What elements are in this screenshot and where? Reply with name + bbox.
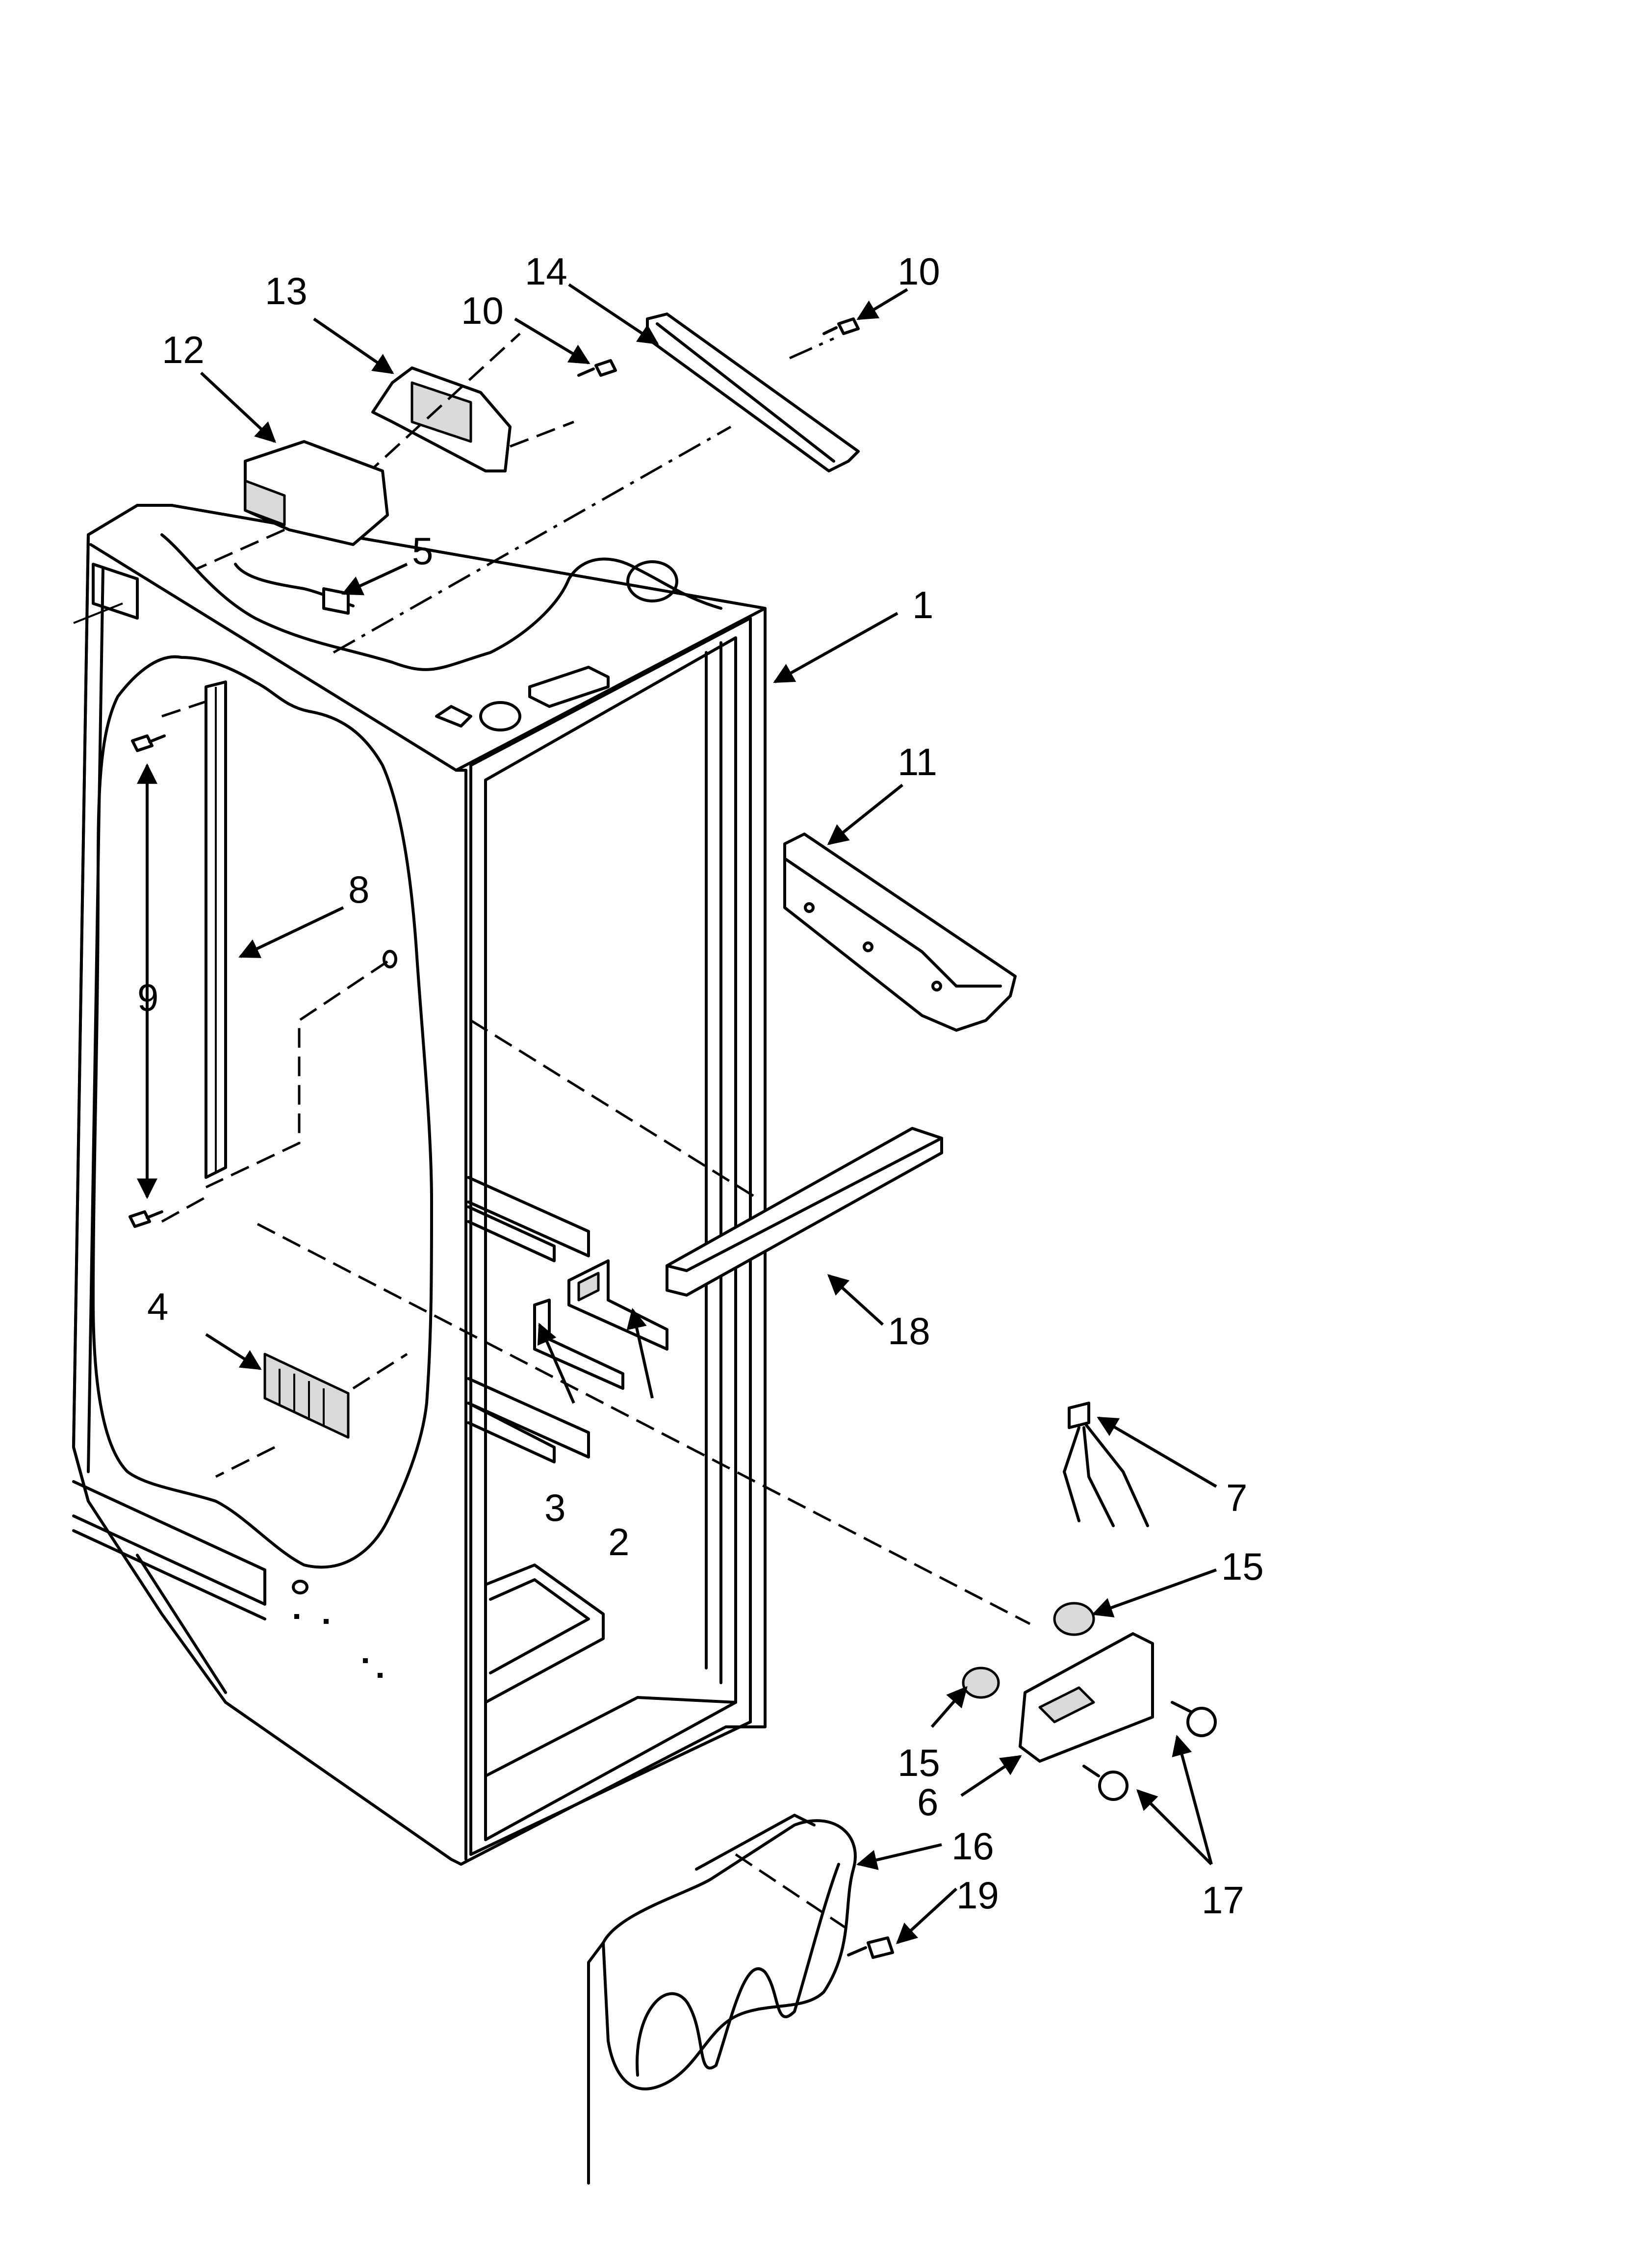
- screw-upper: [131, 734, 166, 752]
- bulb-17-lower: [1082, 1765, 1129, 1801]
- evaporator-coil-16: [587, 1814, 857, 2185]
- callout-15-upper: 15: [1221, 1545, 1264, 1588]
- cross-brace-18: [666, 1127, 943, 1297]
- callout-9: 9: [137, 976, 158, 1019]
- bulb-17-upper: [1171, 1701, 1217, 1737]
- screw-10-top: [822, 317, 860, 335]
- callout-2: 2: [608, 1520, 629, 1564]
- cabinet-liner: [72, 504, 767, 1866]
- screw-lower: [128, 1210, 163, 1228]
- callout-18: 18: [888, 1309, 930, 1353]
- light-cover: [263, 1353, 350, 1439]
- callout-labels: 1 2 3 4 5 6 7 8 9 10 10 11 12 13 14 15 1…: [137, 250, 1264, 1922]
- callout-4: 4: [147, 1285, 168, 1328]
- bracket-3: [533, 1299, 624, 1390]
- callout-17: 17: [1202, 1878, 1244, 1922]
- callout-6: 6: [917, 1780, 938, 1824]
- socket-15-low: [962, 1667, 1000, 1699]
- control-housing-12: [244, 440, 389, 546]
- screw-19: [847, 1936, 894, 1959]
- callout-10-top: 10: [898, 250, 940, 293]
- callout-12: 12: [162, 328, 205, 371]
- callout-11: 11: [898, 740, 937, 783]
- callout-5: 5: [412, 529, 433, 573]
- socket-15-top: [1053, 1602, 1095, 1636]
- rail-14: [646, 313, 860, 472]
- bracket-13: [371, 366, 512, 472]
- callout-8: 8: [348, 868, 369, 911]
- leader-lines: [137, 283, 1217, 1944]
- wire-harness-7: [1063, 1402, 1149, 1527]
- callout-14: 14: [525, 250, 567, 293]
- callout-3: 3: [544, 1486, 565, 1529]
- light-housing-6: [1019, 1632, 1154, 1763]
- callout-1: 1: [912, 583, 933, 626]
- callout-15-lower: 15: [898, 1741, 940, 1784]
- channel-11: [783, 833, 1017, 1032]
- callout-7: 7: [1226, 1476, 1247, 1519]
- shelf-rail: [205, 680, 227, 1179]
- callout-10-mid: 10: [461, 289, 504, 332]
- callout-13: 13: [265, 269, 308, 313]
- callout-16: 16: [951, 1825, 994, 1868]
- callout-19: 19: [956, 1874, 999, 1917]
- screw-10-mid: [577, 359, 617, 377]
